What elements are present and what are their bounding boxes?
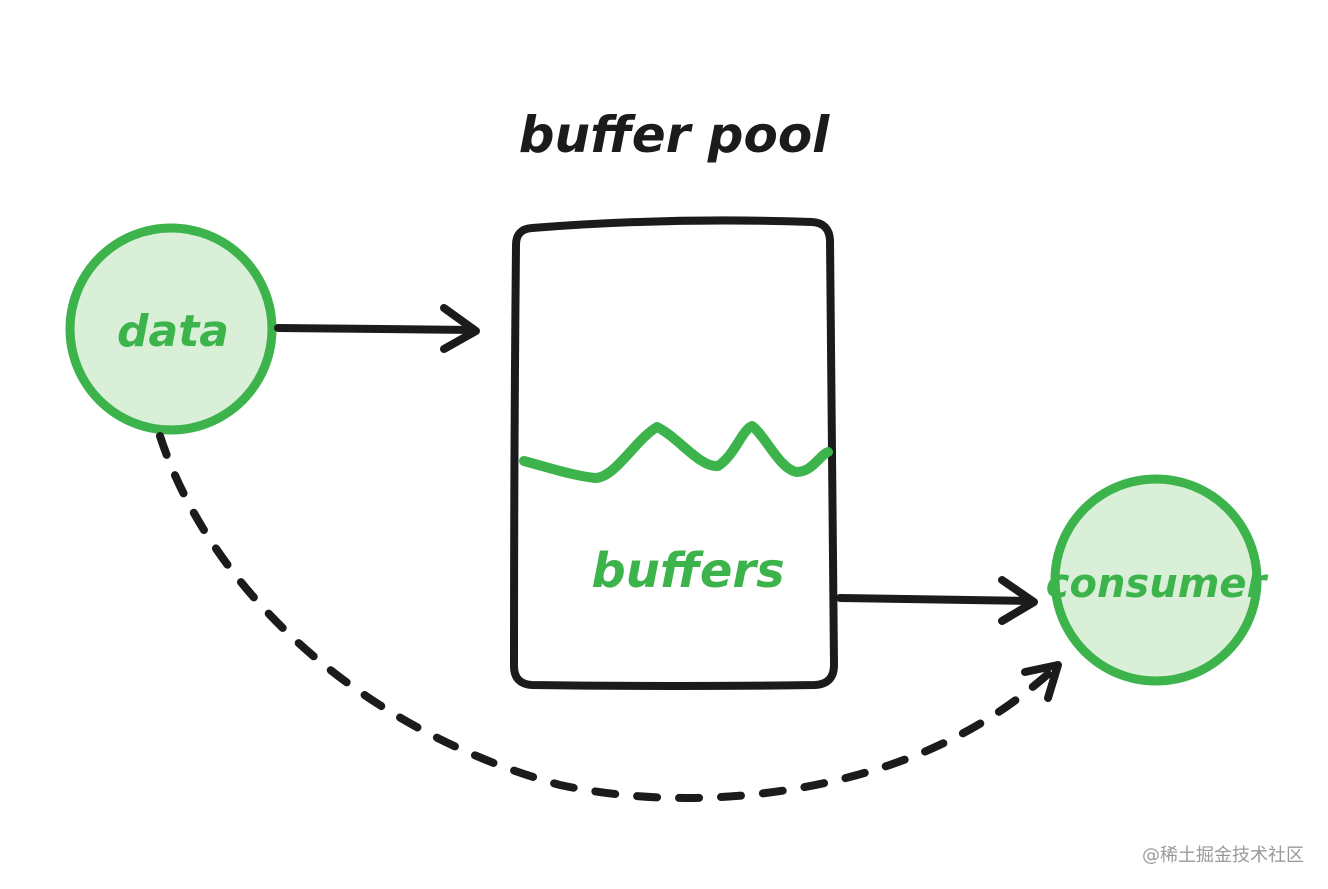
buffer-level-wave [519,421,833,483]
data-node-label: data [117,306,229,357]
diagram-title: buffer pool [519,106,830,164]
buffers-label: buffers [591,543,784,599]
watermark: @稀土掘金技术社区 [1142,845,1304,866]
consumer-node [1050,474,1262,686]
arrow-data-to-consumer-dashed-head [1021,661,1062,702]
arrow-data-to-pool-head [440,304,480,353]
data-node [65,223,277,435]
buffer-pool-box [510,216,838,690]
arrow-pool-to-consumer [836,594,1034,605]
consumer-node-label: consumer [1046,561,1269,607]
arrow-data-to-pool [274,324,478,334]
arrow-pool-to-consumer-head [998,576,1038,625]
arrow-data-to-consumer-dashed [156,432,1059,802]
